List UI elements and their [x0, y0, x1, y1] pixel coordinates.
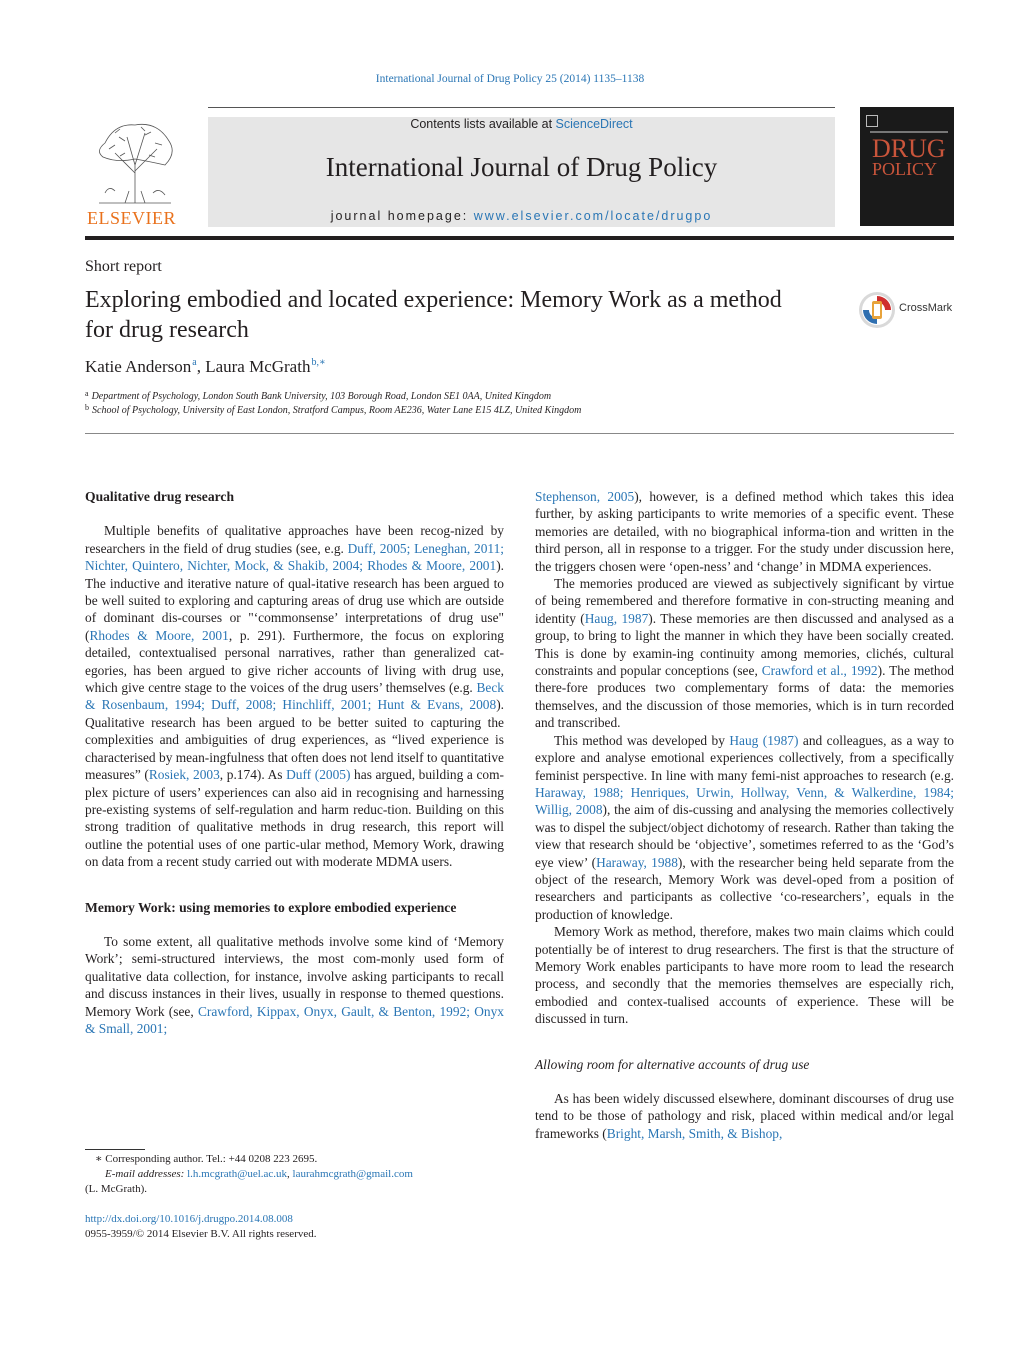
affiliation-marker: b	[85, 403, 89, 412]
cover-emblem-icon	[866, 115, 878, 127]
elsevier-logo[interactable]: ELSEVIER	[85, 113, 185, 228]
elsevier-tree-icon	[85, 113, 185, 228]
citation-link[interactable]: Haug (1987)	[729, 732, 799, 748]
doi-link[interactable]: http://dx.doi.org/10.1016/j.drugpo.2014.…	[85, 1213, 293, 1225]
article-title: Exploring embodied and located experienc…	[85, 287, 782, 343]
citation-link[interactable]: Rosiek, 2003	[148, 767, 220, 783]
paragraph-text: Multiple benefits of qualitative approac…	[85, 523, 504, 556]
paragraph-text: ), the aim of dis-cussing and analysing …	[535, 802, 955, 870]
article-type: Short report	[85, 258, 162, 275]
paragraph-text: The memories produced are viewed as subj…	[535, 576, 954, 626]
cover-title-policy: POLICY	[872, 159, 938, 179]
email-owner: (L. McGrath).	[85, 1183, 148, 1195]
sciencedirect-link[interactable]: ScienceDirect	[555, 117, 633, 131]
journal-citation[interactable]: International Journal of Drug Policy 25 …	[375, 73, 645, 85]
journal-cover[interactable]: DRUG POLICY	[860, 107, 954, 226]
email-link[interactable]: laurahmcgrath@gmail.com	[292, 1168, 413, 1180]
contents-line: Contents lists available at ScienceDirec…	[208, 117, 835, 131]
paragraph-text: ). These memories are then discussed and…	[535, 610, 954, 679]
crossmark-icon	[859, 292, 895, 328]
cover-stripe	[870, 131, 948, 133]
paragraph-text: , p. 291). Furthermore, the focus on exp…	[85, 627, 504, 696]
citation-link[interactable]: Bright, Marsh, Smith, & Bishop,	[606, 1125, 783, 1141]
affiliation-text: Department of Psychology, London South B…	[91, 391, 552, 402]
homepage-link[interactable]: www.elsevier.com/locate/drugpo	[473, 209, 713, 223]
citation-link[interactable]: Duff (2005)	[286, 767, 351, 783]
paragraph-text: This method was developed by	[554, 732, 730, 748]
paragraph-text: , p.174). As	[219, 767, 287, 783]
paragraph-text: ). The method there-fore produces two co…	[535, 663, 954, 731]
paragraph-text: ), however, is a defined method which ta…	[535, 489, 954, 574]
cover-title-drug: DRUG	[872, 134, 946, 163]
paragraph: Memory Work as method, therefore, makes …	[535, 923, 954, 1027]
contents-prefix: Contents lists available at	[410, 117, 556, 131]
paragraph-text: ). The inductive and iterative nature of…	[85, 558, 504, 643]
citation-link[interactable]: Crawford, Kippax, Onyx, Gault, & Benton,…	[85, 1003, 504, 1036]
section-heading: Qualitative drug research	[85, 489, 235, 504]
corresponding-footnote: ∗ Corresponding author. Tel.: +44 0208 2…	[95, 1153, 318, 1165]
section-heading: Memory Work: using memories to explore e…	[85, 899, 457, 915]
elsevier-wordmark: ELSEVIER	[87, 208, 176, 228]
homepage-prefix: journal homepage:	[330, 209, 474, 223]
left-column: Qualitative drug research Multiple benef…	[85, 488, 504, 1037]
citation-link[interactable]: Haraway, 1988; Henriques, Urwin, Hollway…	[535, 784, 954, 818]
paragraph-text: Memory Work as method, therefore, makes …	[535, 924, 954, 1027]
paragraph-text: and colleagues, as a way to explore and …	[535, 732, 954, 783]
paragraph-text: As has been widely discussed elsewhere, …	[535, 1091, 954, 1141]
email-link[interactable]: l.h.mcgrath@uel.ac.uk	[187, 1168, 288, 1180]
affiliation-text: School of Psychology, University of East…	[92, 405, 582, 416]
paragraph: Multiple benefits of qualitative approac…	[85, 522, 504, 870]
paragraph: The memories produced are viewed as subj…	[535, 575, 954, 732]
paragraph-text: To some extent, all qualitative methods …	[85, 933, 504, 1019]
journal-banner	[208, 117, 835, 227]
subsection-heading: Allowing room for alternative accounts o…	[535, 1056, 810, 1072]
header-rule	[208, 107, 835, 108]
email-separator: ,	[287, 1168, 293, 1180]
crossmark-badge[interactable]: CrossMark	[858, 291, 958, 331]
author-name[interactable]: Katie Anderson	[85, 357, 192, 376]
crossmark-label: CrossMark	[899, 302, 953, 314]
title-block-rule	[85, 433, 954, 434]
citation-link[interactable]: Crawford et al., 1992	[761, 663, 878, 679]
paragraph-text: has argued, building a com-plex picture …	[85, 767, 504, 870]
paragraph: This method was developed by Haug (1987)…	[535, 732, 954, 923]
author-affiliation-marker[interactable]: b,∗	[311, 357, 326, 368]
citation-link[interactable]: Rhodes & Moore, 2001	[89, 627, 229, 643]
author-name[interactable]: Laura McGrath	[205, 357, 311, 376]
journal-homepage: journal homepage: www.elsevier.com/locat…	[208, 209, 835, 223]
paragraph: Stephenson, 2005), however, is a defined…	[535, 488, 954, 575]
citation-link[interactable]: Duff, 2005; Leneghan, 2011; Nichter, Qui…	[85, 540, 504, 574]
citation-link[interactable]: Haraway, 1988	[596, 854, 678, 870]
journal-title: International Journal of Drug Policy	[325, 152, 718, 182]
paragraph: To some extent, all qualitative methods …	[85, 933, 504, 1037]
paragraph: As has been widely discussed elsewhere, …	[535, 1090, 954, 1142]
author-affiliation-marker[interactable]: a	[192, 357, 197, 368]
footnote-rule	[85, 1149, 145, 1150]
email-footnote: E-mail addresses: l.h.mcgrath@uel.ac.uk,…	[85, 1167, 504, 1182]
email-label: E-mail addresses:	[105, 1168, 188, 1180]
right-column: Stephenson, 2005), however, is a defined…	[535, 488, 954, 1142]
citation-link[interactable]: Haug, 1987	[584, 610, 649, 626]
paragraph-text: ). Qualitative research has been argued …	[85, 697, 504, 783]
copyright-line: 0955-3959/© 2014 Elsevier B.V. All right…	[85, 1227, 317, 1240]
doi-block: http://dx.doi.org/10.1016/j.drugpo.2014.…	[85, 1212, 317, 1241]
header-thick-rule	[85, 236, 954, 240]
citation-link[interactable]: Stephenson, 2005	[535, 489, 635, 504]
author-list: Katie Andersona, Laura McGrathb,∗	[85, 357, 326, 376]
paragraph-text: ), with the researcher being held separa…	[535, 854, 954, 922]
affiliation-marker: a	[85, 389, 89, 398]
citation-link[interactable]: Beck & Rosenbaum, 1994; Duff, 2008; Hinc…	[85, 680, 504, 713]
